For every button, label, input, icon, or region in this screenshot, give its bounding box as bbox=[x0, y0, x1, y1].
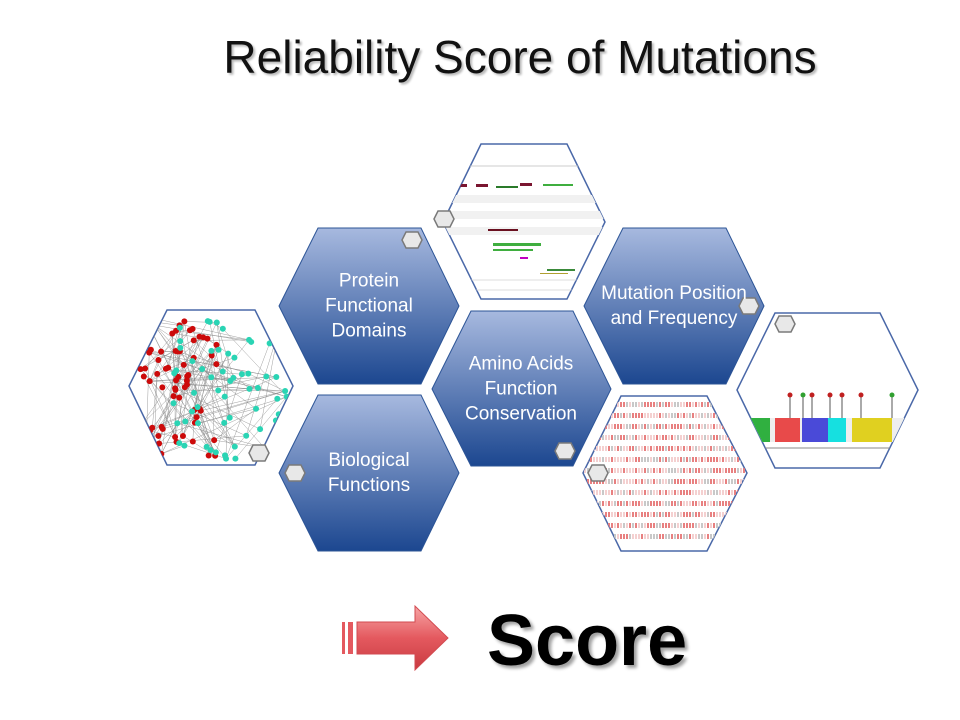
slide-title: Reliability Score of Mutations bbox=[223, 31, 817, 83]
hexagon-badge bbox=[774, 315, 796, 333]
hexagon-badge bbox=[433, 210, 455, 228]
hexagon-mutation-position-frequency bbox=[583, 227, 765, 385]
hexagon-biological-functions bbox=[278, 394, 460, 552]
hexagon-protein-functional-domains bbox=[278, 227, 460, 385]
right-arrow-icon bbox=[342, 604, 449, 672]
score-label: Score bbox=[487, 601, 688, 681]
hexagon-label-protein-functional-domains: Protein Functional Domains bbox=[325, 270, 413, 342]
hexagon-label-mutation-position-frequency: Mutation Position and Frequency bbox=[601, 283, 747, 329]
thumbnail-protein-interaction-network bbox=[128, 309, 294, 466]
hexagon-badge bbox=[554, 442, 576, 460]
thumbnail-mutation-lollipop-plot bbox=[736, 312, 919, 469]
hexagon-amino-acids-conservation bbox=[431, 310, 612, 467]
hexagon-badge bbox=[738, 297, 760, 315]
hexagon-badge bbox=[401, 231, 423, 249]
hexagon-badge bbox=[587, 464, 609, 482]
thumbnail-domain-track-browser bbox=[442, 143, 606, 300]
hexagon-badge bbox=[284, 464, 306, 482]
hexagon-label-amino-acids-conservation: Amino Acids Function Conservation bbox=[465, 353, 577, 425]
hexagon-badge bbox=[248, 444, 270, 462]
hexagon-label-biological-functions: Biological Functions bbox=[327, 450, 411, 496]
